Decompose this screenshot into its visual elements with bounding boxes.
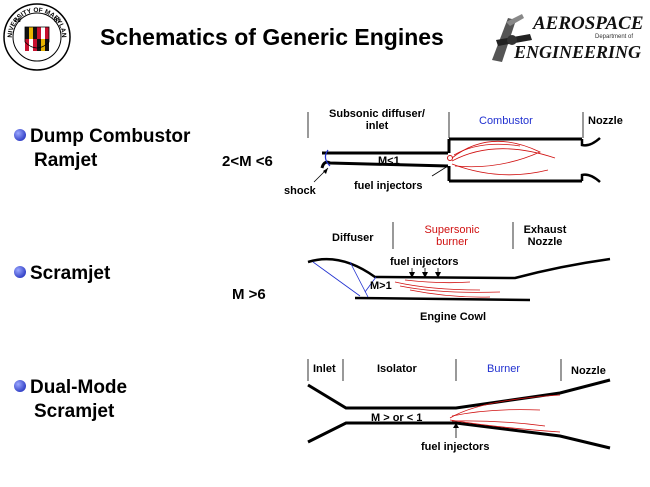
shock-line [324, 149, 331, 167]
dual-label-flow: M > or < 1 [371, 412, 423, 424]
ramjet-label-flow: M<1 [378, 155, 400, 167]
dual-label-injectors: fuel injectors [421, 441, 490, 453]
aerospace-logo-graphic [492, 14, 532, 62]
dual-mode-flame [449, 394, 561, 433]
scramjet-body [307, 257, 611, 280]
aerospace-logo-line2: ENGINEERING [514, 42, 642, 62]
ramjet-label-shock: shock [284, 185, 316, 197]
bullet-icon [14, 129, 26, 141]
engine-name-ramjet: Dump Combustor Ramjet [14, 125, 190, 173]
dual-label-nozzle: Nozzle [571, 365, 606, 377]
ramjet-label-nozzle: Nozzle [588, 115, 623, 127]
oblique-shock [312, 261, 361, 297]
scramjet-label-cowl: Engine Cowl [420, 311, 486, 323]
injector-arrow [431, 165, 449, 177]
engine-name-scramjet: Scramjet [14, 262, 110, 286]
aerospace-logo-line1: AEROSPACE [533, 13, 644, 34]
mach-range-scramjet: M >6 [232, 286, 266, 303]
scramjet-label-injectors: fuel injectors [390, 256, 459, 268]
svg-text:18: 18 [14, 18, 21, 24]
ramjet-label-diffuser: Subsonic diffuser/inlet [329, 108, 425, 132]
scramjet-cowl [354, 296, 531, 302]
dual-mode-upper-wall [307, 378, 611, 410]
page-title: Schematics of Generic Engines [100, 24, 444, 50]
svg-text:56: 56 [54, 18, 61, 24]
ramjet-label-injectors: fuel injectors [354, 180, 423, 192]
bullet-icon [14, 266, 26, 278]
scramjet-label-flow: M>1 [370, 280, 392, 292]
dual-label-inlet: Inlet [313, 363, 336, 375]
ramjet-label-combustor: Combustor [479, 115, 533, 127]
scramjet-label-diffuser: Diffuser [332, 232, 374, 244]
bullet-icon [14, 380, 26, 392]
aerospace-logo-dept: Department of [595, 34, 634, 40]
scramjet-flame [394, 279, 501, 298]
mach-range-ramjet: 2<M <6 [222, 153, 273, 170]
scramjet-diagram [307, 222, 611, 302]
dual-mode-diagram [307, 359, 611, 450]
ramjet-centerbody [320, 160, 449, 169]
ramjet-flame [451, 141, 556, 176]
dual-label-burner: Burner [487, 363, 521, 375]
umd-seal-logo: UNIVERSITY OF MARYLAND 18 56 [2, 2, 71, 71]
dual-label-isolator: Isolator [377, 363, 417, 375]
ramjet-diagram [307, 112, 601, 183]
engine-name-dual-mode: Dual-Mode Scramjet [14, 376, 127, 424]
